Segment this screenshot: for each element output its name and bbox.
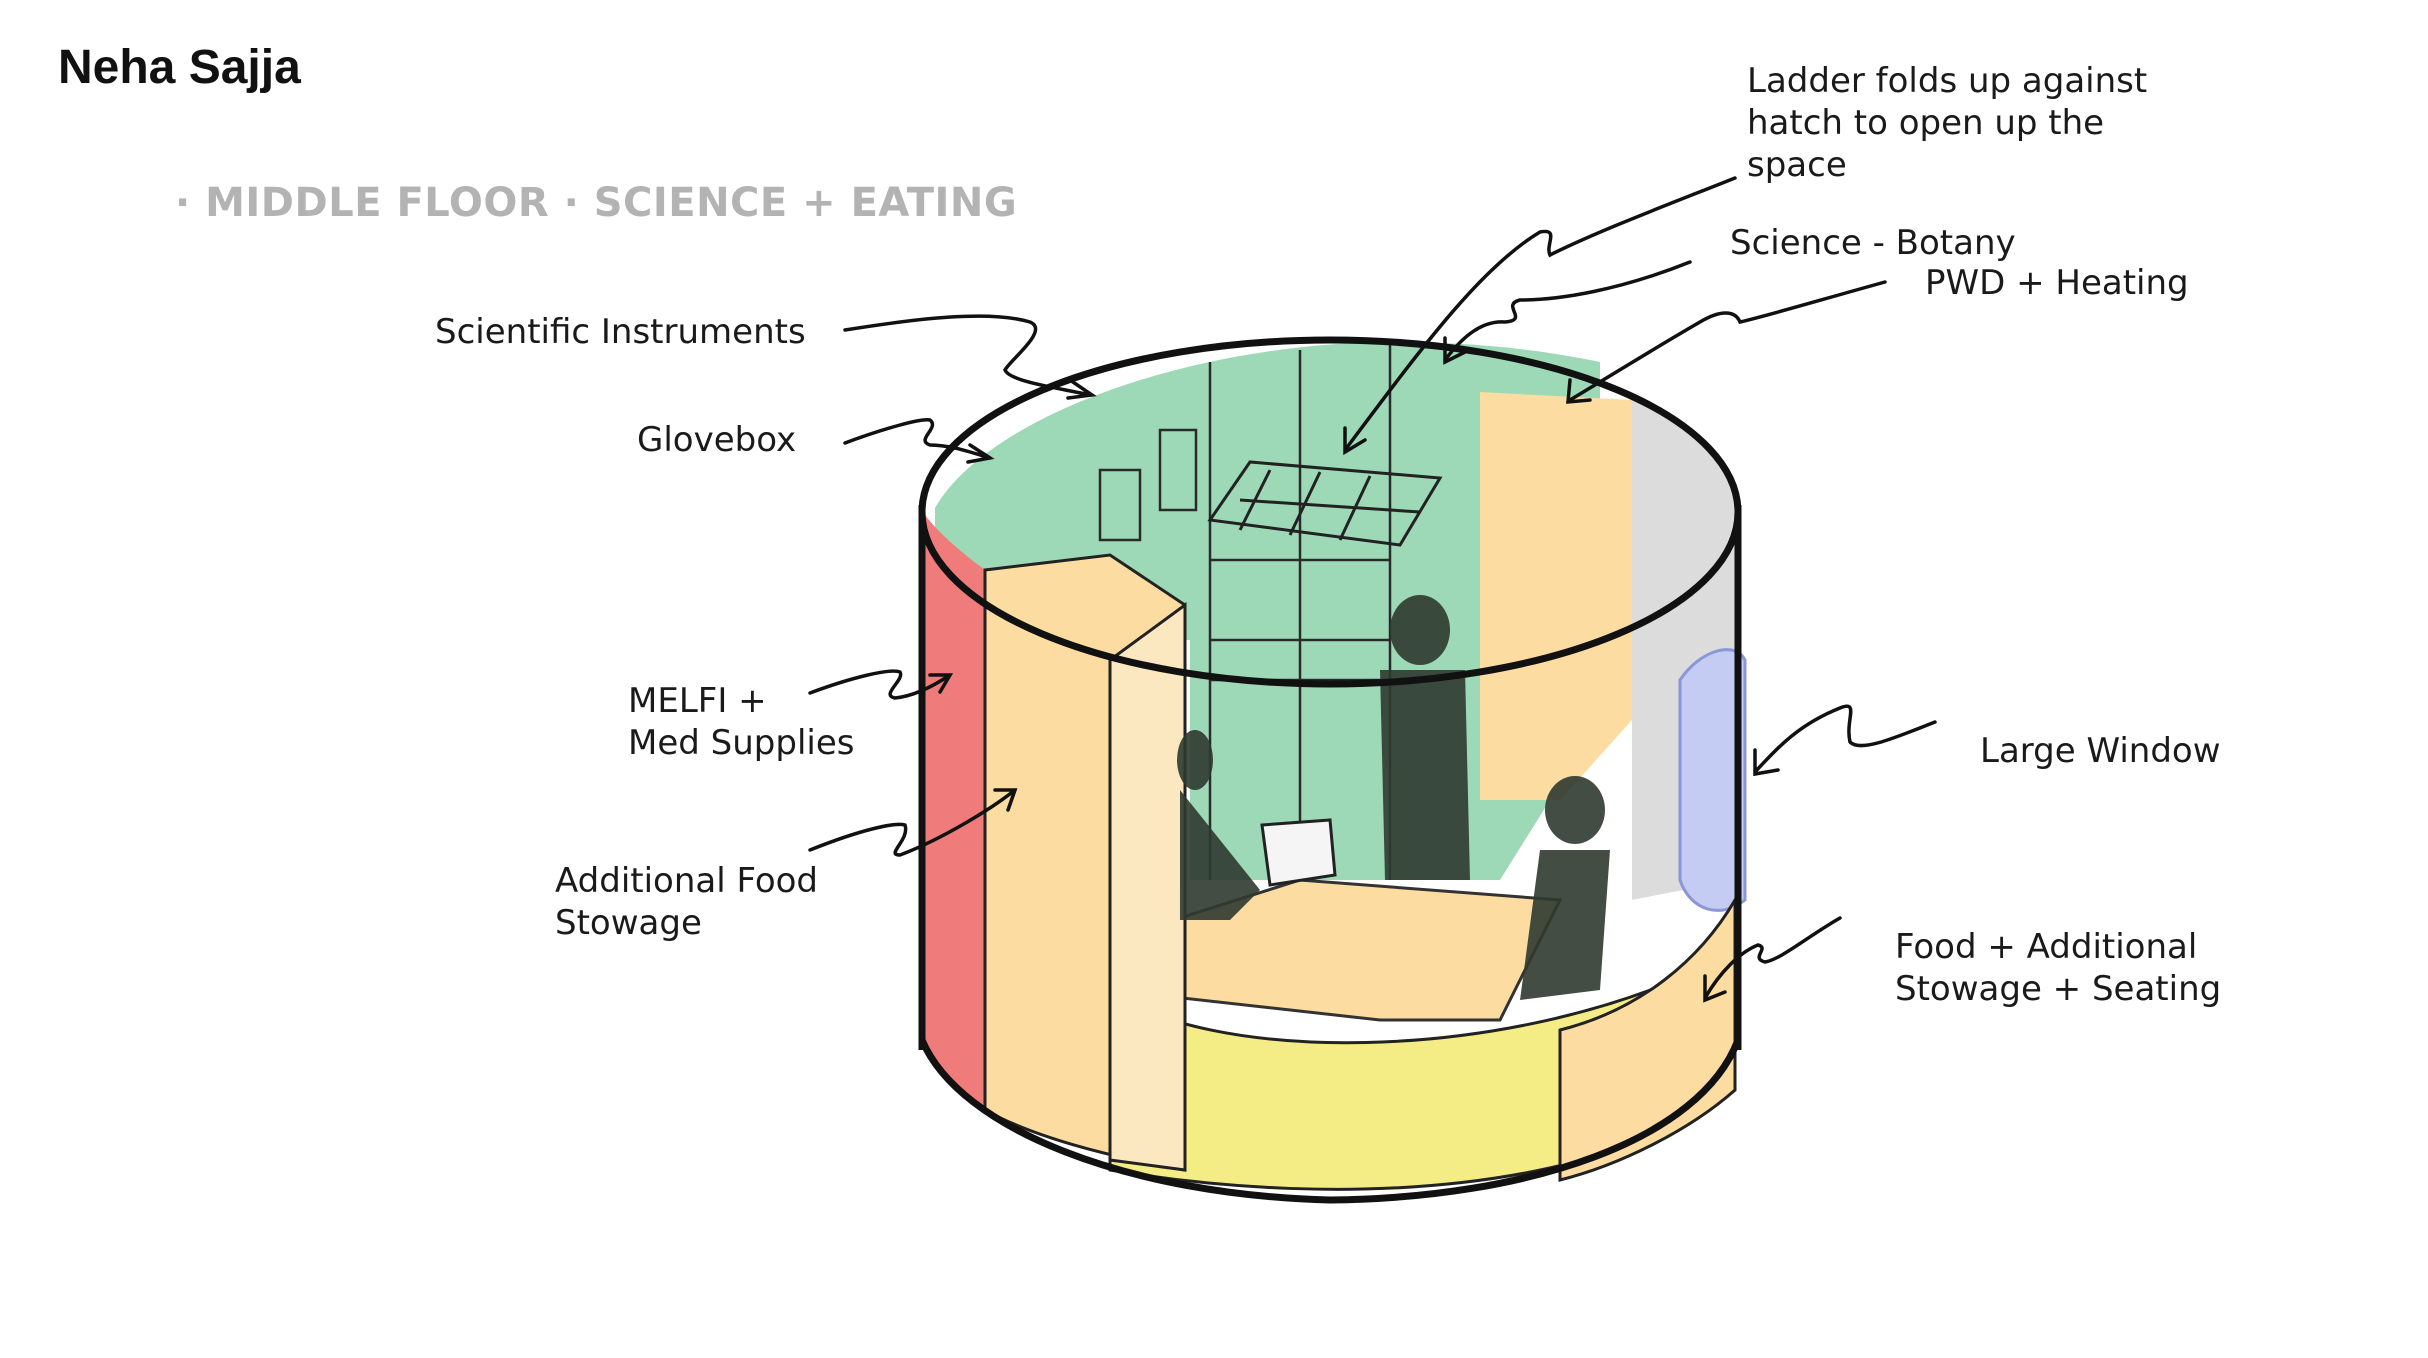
author-name: Neha Sajja	[58, 41, 301, 94]
label-additional-food: Additional Food Stowage	[555, 861, 819, 943]
stowage-panel-edge	[1108, 602, 1187, 1172]
ladder	[1207, 460, 1443, 547]
arrow-pwd	[1566, 280, 1887, 404]
large-window	[1678, 648, 1747, 912]
arrow-ladder	[1343, 176, 1737, 456]
diagram-subtitle: · MIDDLE FLOOR · SCIENCE + EATING	[175, 180, 1018, 226]
label-pwd-heating: PWD + Heating	[1925, 263, 2189, 303]
arrow-food-seating	[1703, 916, 1842, 1003]
arrow-glovebox	[843, 418, 995, 464]
arrow-melfi	[808, 669, 954, 700]
arrow-science-botany	[1443, 260, 1692, 365]
crew-silhouettes	[1177, 595, 1610, 1000]
label-large-window: Large Window	[1980, 731, 2221, 771]
pwd-wall	[1480, 392, 1632, 800]
arrow-large-window	[1753, 704, 1937, 777]
label-glovebox: Glovebox	[637, 420, 797, 460]
label-scientific-instruments: Scientific Instruments	[435, 312, 806, 352]
melfi-panel	[925, 515, 985, 1110]
arrow-food-stowage	[808, 788, 1018, 857]
label-food-seating: Food + Additional Stowage + Seating	[1895, 927, 2222, 1009]
annotation-arrows	[808, 176, 1937, 1003]
cylinder-bottom-rim	[918, 1038, 1742, 1204]
label-ladder: Ladder folds up against hatch to open up…	[1747, 61, 2148, 185]
seat	[1260, 818, 1337, 887]
arrow-scientific-instruments	[843, 314, 1097, 400]
label-science-botany: Science - Botany	[1730, 223, 2016, 263]
label-melfi: MELFI + Med Supplies	[628, 681, 855, 763]
science-shelving	[1098, 345, 1392, 880]
